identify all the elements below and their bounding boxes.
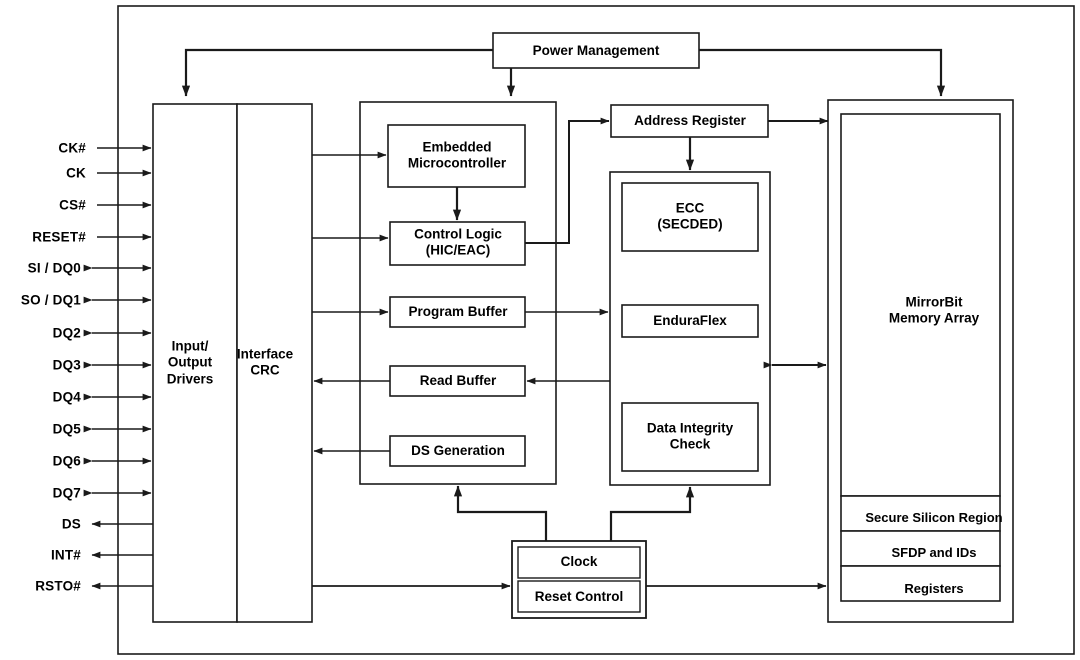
block-clock xyxy=(517,546,641,579)
pin-label-dq3: DQ3 xyxy=(52,357,81,373)
block-reset-control xyxy=(517,580,641,613)
block-io-drivers xyxy=(152,103,238,623)
block-enduraflex xyxy=(621,304,759,338)
pin-label-cs-hash: CS# xyxy=(59,197,86,213)
block-secure-silicon-region xyxy=(840,495,1001,532)
pin-label-reset-hash: RESET# xyxy=(32,229,86,245)
block-mirrorbit-memory-array xyxy=(840,113,1001,497)
pin-label-dq6: DQ6 xyxy=(52,453,81,469)
pin-label-dq7: DQ7 xyxy=(52,485,81,501)
pin-label-dq4: DQ4 xyxy=(52,389,81,405)
block-embedded-microcontroller xyxy=(387,124,526,188)
pin-label-dq2: DQ2 xyxy=(52,325,81,341)
block-ds-generation xyxy=(389,435,526,467)
block-sfdp-and-ids xyxy=(840,530,1001,567)
block-interface-crc xyxy=(236,103,313,623)
block-control-logic xyxy=(389,221,526,266)
pin-label-rsto-hash: RSTO# xyxy=(35,578,81,594)
pin-label-so-dq1: SO / DQ1 xyxy=(20,292,81,308)
pin-label-si-dq0: SI / DQ0 xyxy=(27,260,81,276)
block-program-buffer xyxy=(389,296,526,328)
block-data-integrity-check xyxy=(621,402,759,472)
pin-label-dq5: DQ5 xyxy=(52,421,81,437)
block-ecc xyxy=(621,182,759,252)
block-power-management xyxy=(492,32,700,69)
pin-label-ck: CK xyxy=(66,165,86,181)
block-read-buffer xyxy=(389,365,526,397)
pin-label-int-hash: INT# xyxy=(50,547,81,563)
pin-label-ck-hash: CK# xyxy=(58,140,86,156)
pin-label-ds: DS xyxy=(61,516,81,532)
block-address-register xyxy=(610,104,769,138)
block-registers xyxy=(840,565,1001,602)
